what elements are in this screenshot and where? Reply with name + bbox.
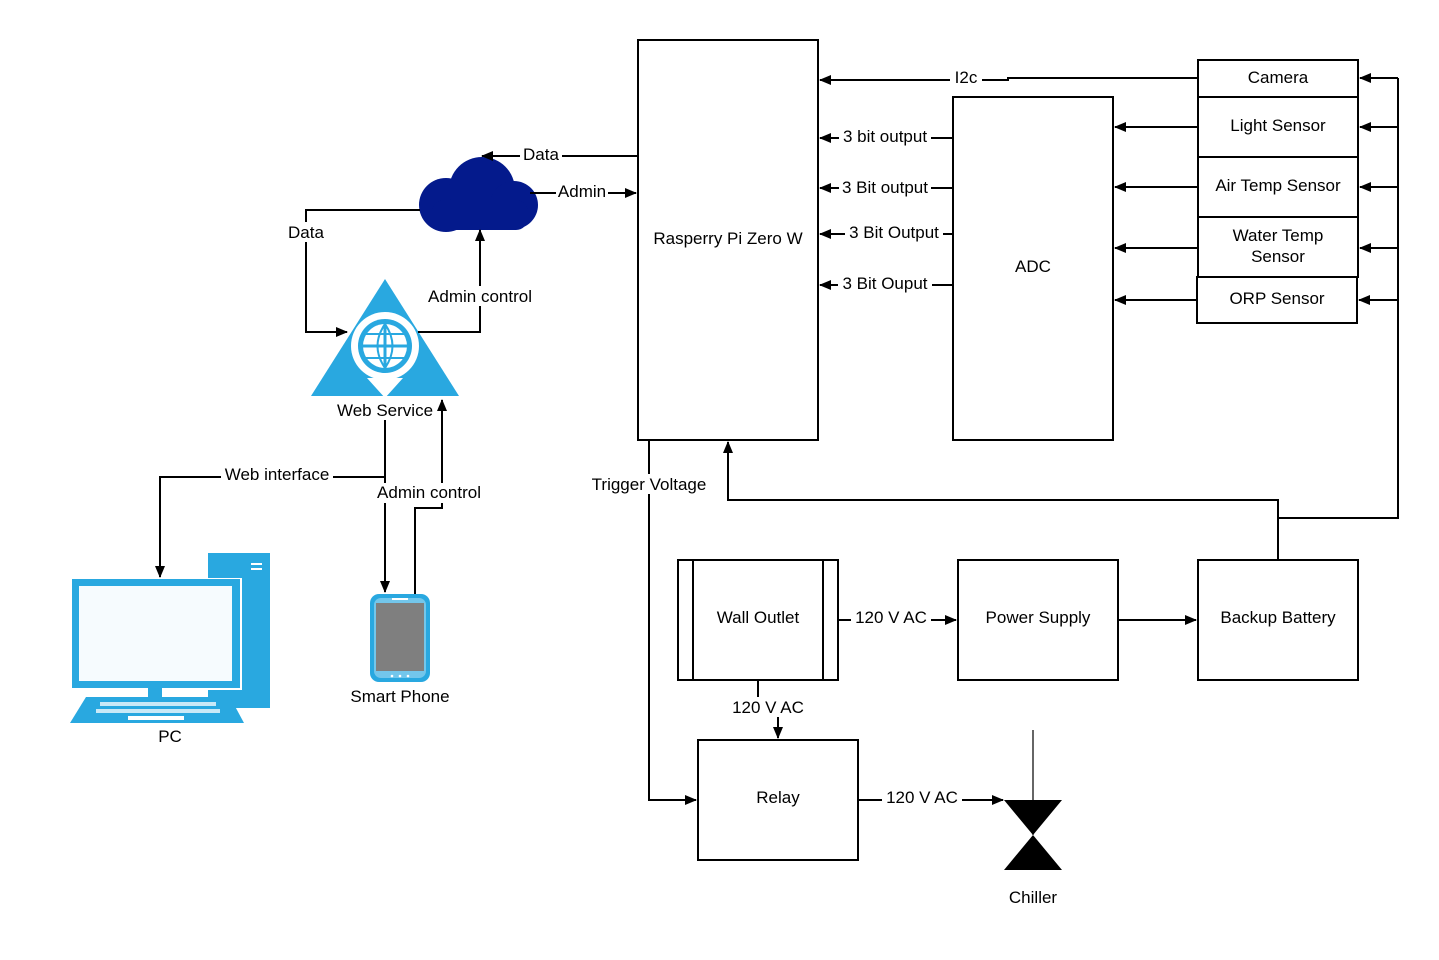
sensor-to-adc-connections <box>1114 122 1198 305</box>
relay-block: Relay <box>697 739 859 861</box>
admin-control-phone-label: Admin control <box>377 483 481 502</box>
pc: PC <box>70 553 270 746</box>
chiller-label: Chiller <box>1009 888 1058 907</box>
camera-label: Camera <box>1248 68 1309 87</box>
cloud-to-rpi-admin: Admin <box>530 182 637 202</box>
rpi-to-cloud-data: Data <box>481 145 638 165</box>
web-interface-label: Web interface <box>225 465 330 484</box>
adc-label: ADC <box>1015 257 1051 276</box>
backup-battery-label: Backup Battery <box>1220 608 1336 627</box>
water-temp-sensor-label-line1: Water Temp <box>1233 226 1324 245</box>
relay-to-chiller-connection: 120 V AC <box>858 788 1004 808</box>
web-service-label: Web Service <box>337 401 433 420</box>
water-temp-sensor-label-line2: Sensor <box>1251 247 1305 266</box>
smart-phone: Smart Phone <box>350 594 450 706</box>
ac-outlet-relay-label: 120 V AC <box>732 698 804 717</box>
phone-to-web-admin: Admin control <box>373 399 485 594</box>
cloud-icon <box>419 157 538 232</box>
cloud-data-label: Data <box>523 145 559 164</box>
battery-power-bus <box>723 73 1399 560</box>
camera-block: Camera <box>1197 59 1359 98</box>
trigger-voltage-label: Trigger Voltage <box>592 475 707 494</box>
relay-label: Relay <box>756 788 800 807</box>
smart-phone-label: Smart Phone <box>350 687 449 706</box>
cloud-to-web-data: Data <box>284 209 420 337</box>
light-sensor-block: Light Sensor <box>1197 96 1359 158</box>
chiller: Chiller <box>1004 730 1062 907</box>
web-to-cloud-admin: Admin control <box>418 229 536 333</box>
light-sensor-label: Light Sensor <box>1230 116 1326 135</box>
air-temp-sensor-block: Air Temp Sensor <box>1197 156 1359 218</box>
admin-control-cloud-label: Admin control <box>428 287 532 306</box>
adc-output-label-1: 3 bit output <box>843 127 927 146</box>
i2c-label: I2c <box>955 68 978 87</box>
web-service-globe-icon <box>311 279 459 398</box>
orp-sensor-block: ORP Sensor <box>1196 276 1358 324</box>
adc-output-connection-4: 3 Bit Ouput <box>819 274 953 294</box>
power-supply-label: Power Supply <box>986 608 1091 627</box>
rpi-block: Rasperry Pi Zero W <box>637 39 819 441</box>
web-service: Web Service <box>311 279 459 420</box>
adc-output-connection-3: 3 Bit Output <box>819 223 953 243</box>
smartphone-icon <box>370 594 430 682</box>
adc-output-connection-2: 3 Bit output <box>819 177 953 197</box>
adc-output-connection-1: 3 bit output <box>819 127 953 147</box>
outlet-to-relay-connection: 120 V AC <box>728 680 808 739</box>
air-temp-sensor-label: Air Temp Sensor <box>1215 176 1341 195</box>
wall-outlet-block: Wall Outlet <box>677 559 839 681</box>
adc-output-label-4: 3 Bit Ouput <box>842 274 927 293</box>
outlet-to-supply-connection: 120 V AC <box>838 608 957 628</box>
desktop-computer-icon <box>70 553 270 723</box>
adc-block: ADC <box>952 96 1114 441</box>
wall-outlet-label: Wall Outlet <box>717 608 800 627</box>
rpi-label: Rasperry Pi Zero W <box>653 229 802 248</box>
ac-outlet-supply-label: 120 V AC <box>855 608 927 627</box>
i2c-connection: I2c <box>819 68 1198 88</box>
valve-icon <box>1004 800 1062 870</box>
backup-battery-block: Backup Battery <box>1197 559 1359 681</box>
adc-output-label-2: 3 Bit output <box>842 178 928 197</box>
trigger-voltage-connection: Trigger Voltage <box>587 440 711 805</box>
web-data-label: Data <box>288 223 324 242</box>
orp-sensor-label: ORP Sensor <box>1229 289 1324 308</box>
web-interface-connection: Web interface <box>155 420 390 593</box>
water-temp-sensor-block: Water Temp Sensor <box>1197 216 1359 278</box>
cloud-admin-label: Admin <box>558 182 606 201</box>
ac-relay-chiller-label: 120 V AC <box>886 788 958 807</box>
power-supply-block: Power Supply <box>957 559 1119 681</box>
adc-output-label-3: 3 Bit Output <box>849 223 939 242</box>
pc-label: PC <box>158 727 182 746</box>
